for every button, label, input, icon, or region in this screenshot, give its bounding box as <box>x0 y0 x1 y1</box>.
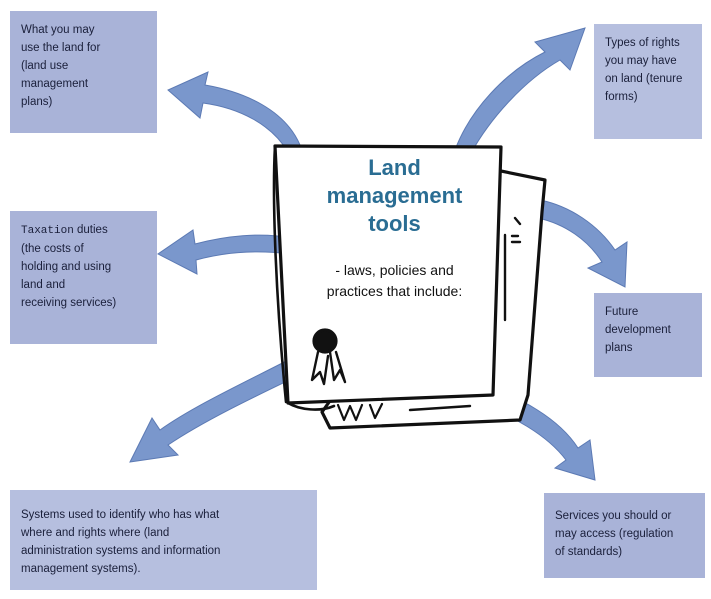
title-line: management <box>326 183 463 208</box>
box-line: Systems used to identify who has what <box>21 509 220 521</box>
box-line: on land (tenure <box>605 73 683 85</box>
box-line: management <box>21 78 89 90</box>
box-line: forms) <box>605 91 638 103</box>
box-line: use the land for <box>21 42 101 54</box>
box-line: Taxation duties <box>21 221 146 240</box>
box-line: Services you should or <box>555 510 672 522</box>
box-line: may access (regulation <box>555 528 674 540</box>
back-page-lines <box>408 216 522 412</box>
document-icon <box>272 144 547 430</box>
future-development-box: Future development plans <box>594 293 702 377</box>
seal-bottom-icon <box>336 402 384 422</box>
box-line: Future <box>605 306 639 318</box>
box-line: management systems). <box>21 563 141 575</box>
services-box: Services you should or may access (regul… <box>544 493 705 578</box>
taxation-rest: duties <box>73 224 108 236</box>
seal-icon <box>310 328 347 386</box>
arrow-to-tenure <box>454 27 586 156</box>
title-line: tools <box>368 211 421 236</box>
box-line: of standards) <box>555 546 623 558</box>
title-line: Land <box>368 155 421 180</box>
box-line: administration systems and information <box>21 545 221 557</box>
box-line: holding and using <box>21 261 112 273</box>
box-line: you may have <box>605 55 677 67</box>
arrow-to-systems <box>129 354 307 463</box>
box-line: land and <box>21 279 66 291</box>
box-line: plans <box>605 342 633 354</box>
taxation-word: Taxation <box>21 225 74 237</box>
box-line: (land use <box>21 60 69 72</box>
box-line: What you may <box>21 24 95 36</box>
tenure-box: Types of rights you may have on land (te… <box>594 24 702 139</box>
front-page-curl <box>272 144 336 411</box>
taxation-box: Taxation duties (the costs of holding an… <box>10 211 157 344</box>
arrow-to-land-use <box>167 71 301 153</box>
box-line: where and rights where (land <box>21 527 170 539</box>
subtitle-line: practices that include: <box>326 283 463 299</box>
box-line: (the costs of <box>21 243 84 255</box>
box-line: development <box>605 324 671 336</box>
arrow-to-taxation <box>157 229 293 275</box>
box-line: plans) <box>21 96 53 108</box>
box-line: receiving services) <box>21 297 117 309</box>
systems-box: Systems used to identify who has what wh… <box>10 490 317 590</box>
center-subtitle: - laws, policies and practices that incl… <box>302 260 487 302</box>
subtitle-line: - laws, policies and <box>335 262 454 278</box>
land-use-box: What you may use the land for (land use … <box>10 11 157 133</box>
arrow-to-future <box>537 199 628 288</box>
center-title: Land management tools <box>302 154 487 238</box>
box-line: Types of rights <box>605 37 680 49</box>
